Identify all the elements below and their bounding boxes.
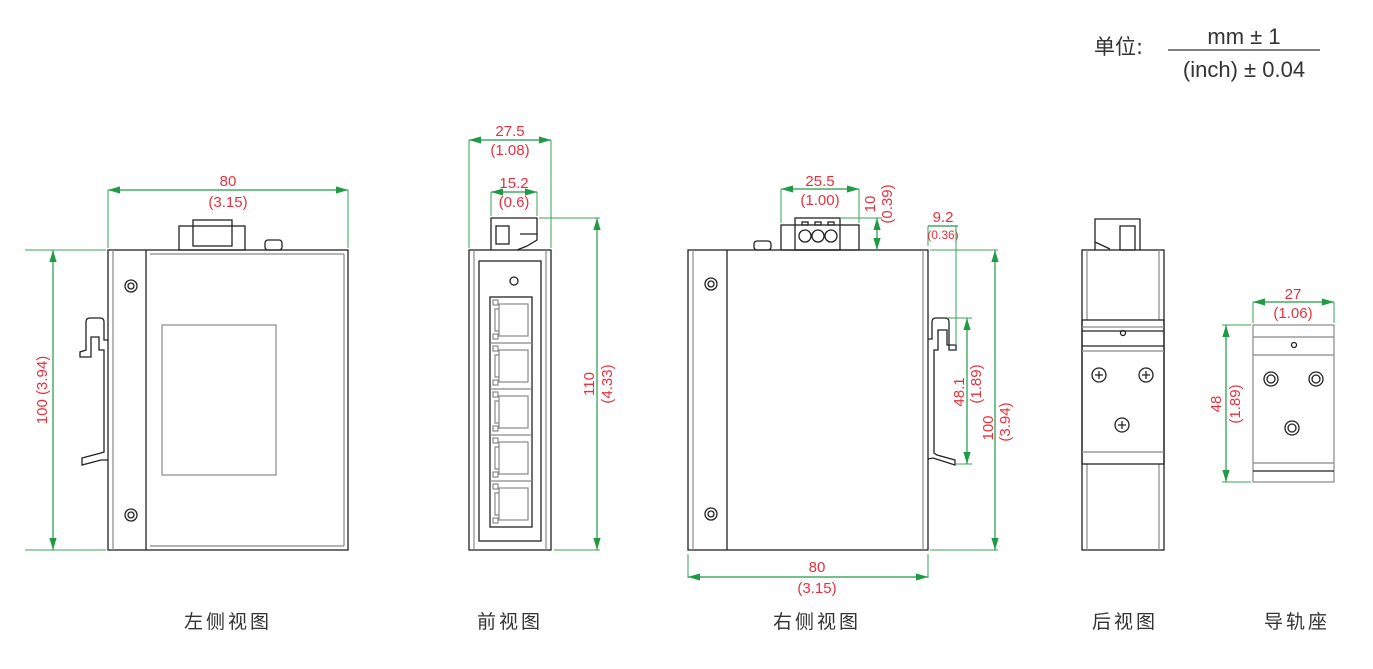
screw-icon: [124, 279, 138, 293]
caption-right-side-view: 右侧视图: [773, 611, 861, 633]
front-height-mm: 110: [581, 372, 598, 396]
phillips-screw-icon: [1091, 367, 1107, 383]
mount-hole-icon: [1308, 371, 1324, 387]
rail-height-mm: 48: [1208, 396, 1225, 413]
right-width-mm: 80: [809, 559, 826, 576]
phillips-screw-icon: [1138, 367, 1154, 383]
clip-depth-mm: 9.2: [933, 209, 954, 226]
rear-body: [1081, 249, 1165, 551]
caption-rail-mount: 导轨座: [1264, 611, 1330, 633]
terminal-housing: [780, 224, 860, 251]
mount-hole-icon: [1284, 420, 1300, 436]
left-label-window: [161, 324, 277, 476]
rail-mount-view: 27 (1.06) 48 (1.89) 导轨座: [1208, 286, 1335, 633]
right-body: [687, 249, 929, 551]
rail-width-mm: 27: [1285, 286, 1302, 303]
front-top-connector: [490, 217, 538, 251]
rear-view: 后视图: [1081, 218, 1165, 633]
front-view: 27.5 (1.08) 15.2 (0.6) 110 (4.33) 前视图: [468, 123, 616, 633]
terminal-width-mm: 25.5: [805, 173, 834, 190]
rail-height-in: (1.89): [1227, 384, 1244, 423]
clip-height-mm: 48.1: [951, 377, 968, 406]
ethernet-port-icon: [490, 342, 532, 386]
right-height-in: (3.94): [997, 402, 1014, 441]
right-ground-screw: [753, 240, 772, 251]
terminal-height-in: (0.39): [879, 184, 896, 223]
left-width-mm: 80: [220, 173, 237, 190]
front-panel: [478, 260, 542, 542]
rear-rail-mount: [1081, 319, 1165, 465]
rail-width-in: (1.06): [1273, 305, 1312, 322]
unit-label: 单位:: [1094, 35, 1143, 59]
caption-front-view: 前视图: [477, 611, 543, 633]
right-height-mm: 100: [980, 415, 997, 440]
led-indicator-icon: [509, 276, 519, 286]
terminal-screw-icon: [798, 221, 812, 243]
left-side-view: 80 (3.15) 100 (3.94) 左侧视图: [25, 173, 349, 633]
port-block: [489, 296, 533, 528]
screw-icon: [124, 508, 138, 522]
right-din-clip: [927, 317, 957, 466]
ethernet-ports: [490, 299, 532, 524]
rear-top-connector: [1094, 218, 1141, 250]
screw-icon: [704, 507, 718, 521]
ethernet-port-icon: [490, 480, 532, 524]
unit-denominator: (inch) ± 0.04: [1183, 57, 1305, 82]
terminal-screw-icon: [824, 221, 838, 243]
front-width-mm: 27.5: [495, 123, 524, 140]
caption-left-side-view: 左侧视图: [184, 611, 272, 633]
left-height-label: 100 (3.94): [34, 356, 51, 424]
front-width-in: (1.08): [490, 142, 529, 159]
mount-hole-icon: [1263, 371, 1279, 387]
clip-depth-in: (0.36): [927, 228, 958, 242]
front-connector-in: (0.6): [499, 194, 530, 211]
left-body: [107, 249, 349, 551]
front-top-connector-slot: [495, 225, 510, 245]
right-width-in: (3.15): [797, 580, 836, 597]
left-ground-screw: [264, 239, 283, 251]
terminal-height-mm: 10: [862, 196, 879, 213]
left-top-connector-cap: [192, 219, 233, 247]
ethernet-port-icon: [490, 388, 532, 432]
terminal-screw-icon: [811, 221, 825, 243]
left-width-in: (3.15): [208, 194, 247, 211]
right-side-view: 25.5 (1.00) 10 (0.39) 9.2 (0.36) 48.1 (1…: [687, 173, 1014, 633]
clip-height-in: (1.89): [968, 364, 985, 403]
rail-mount-body: [1252, 324, 1335, 483]
phillips-screw-icon: [1114, 417, 1130, 433]
front-height-in: (4.33): [599, 364, 616, 403]
ethernet-port-icon: [492, 299, 529, 340]
terminal-width-in: (1.00): [800, 192, 839, 209]
caption-rear-view: 后视图: [1092, 611, 1158, 633]
unit-legend: 单位: mm ± 1 (inch) ± 0.04: [1094, 24, 1320, 82]
ethernet-port-icon: [490, 434, 532, 478]
screw-icon: [704, 277, 718, 291]
unit-numerator: mm ± 1: [1207, 24, 1280, 49]
left-din-clip: [79, 317, 108, 466]
front-connector-mm: 15.2: [499, 175, 528, 192]
front-body: [468, 249, 552, 551]
